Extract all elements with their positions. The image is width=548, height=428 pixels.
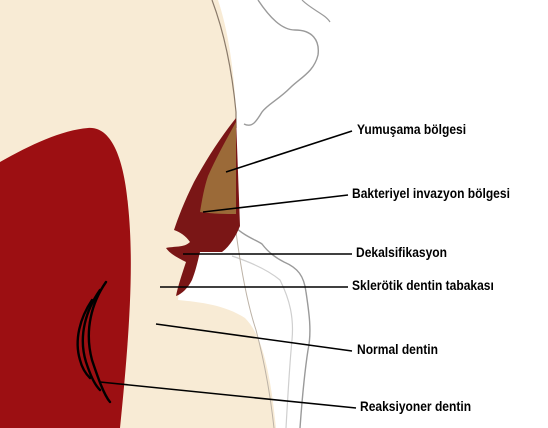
label-reaksiyoner-dentin: Reaksiyoner dentin: [360, 398, 471, 414]
label-normal-dentin: Normal dentin: [357, 341, 438, 357]
enamel-outline-top: [302, 0, 330, 22]
label-dekalsifikasyon: Dekalsifikasyon: [356, 244, 447, 260]
label-bakteriyel-invazyon: Bakteriyel invazyon bölgesi: [352, 185, 510, 201]
leader-yumusama: [226, 131, 352, 172]
label-yumusama-bolgesi: Yumuşama bölgesi: [357, 121, 466, 137]
label-sklerotik-dentin: Sklerötik dentin tabakası: [352, 277, 494, 293]
